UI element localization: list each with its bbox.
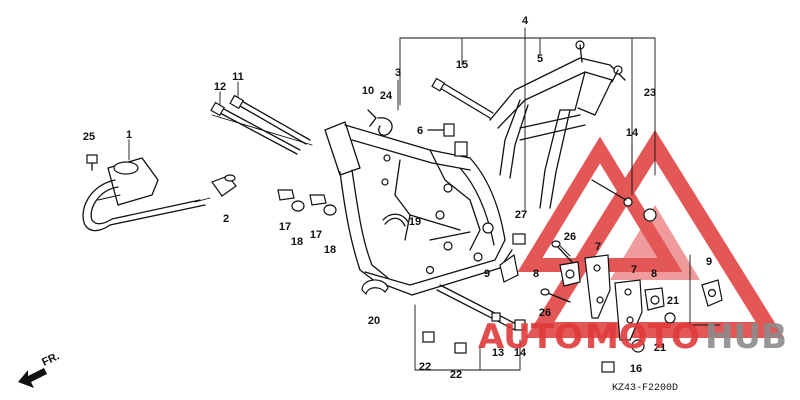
ignition-coil <box>82 157 211 232</box>
bracket-9-right <box>701 279 723 307</box>
bolt-15 <box>431 77 494 119</box>
rear-subframe <box>489 40 626 209</box>
label-21b: 21 <box>654 342 666 354</box>
label-13-text: 13 <box>492 347 504 359</box>
label-27: 27 <box>515 209 527 221</box>
watermark-auto: AUTO <box>478 317 583 357</box>
front-arrow-icon <box>18 368 47 388</box>
plate-7-left <box>584 254 611 319</box>
nut-21 <box>631 312 676 353</box>
label-22a-text: 22 <box>419 361 431 373</box>
label-26b: 26 <box>539 307 551 319</box>
label-6: 6 <box>417 125 423 137</box>
label-23: 23 <box>644 87 656 99</box>
label-15: 15 <box>456 59 468 71</box>
nuts-22 <box>422 331 467 354</box>
bolt-13 <box>436 284 526 331</box>
main-frame <box>324 121 513 296</box>
diagram-code: KZ43-F2200D <box>612 383 678 394</box>
washers-17-18 <box>277 189 337 216</box>
label-12: 12 <box>214 81 226 93</box>
label-25: 25 <box>83 131 95 143</box>
label-4: 4 <box>522 15 529 27</box>
label-14a: 14 <box>626 127 639 139</box>
label-17b: 17 <box>310 229 322 241</box>
label-20: 20 <box>368 315 380 327</box>
part-number-labels: 25 1 2 12 11 17 18 17 18 10 24 3 6 19 20… <box>83 15 712 381</box>
collar-8-right <box>644 287 665 311</box>
long-bolts-11-12 <box>210 94 311 155</box>
label-14b-text: 14 <box>514 347 527 359</box>
label-7b: 7 <box>631 264 637 276</box>
label-17a: 17 <box>279 221 291 233</box>
label-21a: 21 <box>667 295 679 307</box>
label-16: 16 <box>630 363 642 375</box>
clip-10-24 <box>367 109 393 136</box>
label-9b: 9 <box>706 256 712 268</box>
label-8a: 8 <box>533 268 539 280</box>
label-22b-text: 22 <box>450 369 462 381</box>
watermark-moto: MOTO <box>585 317 700 357</box>
label-26a: 26 <box>564 231 576 243</box>
bolt-16 <box>601 361 615 373</box>
label-2: 2 <box>223 213 229 225</box>
label-10: 10 <box>362 85 374 97</box>
springs-26 <box>540 240 573 303</box>
label-8b: 8 <box>651 268 657 280</box>
nut-23 <box>591 179 657 222</box>
watermark-hub: HUB <box>705 317 787 357</box>
bolt-6 <box>427 123 455 137</box>
bolt-25 <box>86 154 98 171</box>
collar-8-left <box>559 261 581 287</box>
label-18b: 18 <box>324 244 336 256</box>
plug-cap-2 <box>211 174 237 197</box>
label-5: 5 <box>537 53 543 65</box>
rubber-20 <box>361 279 389 296</box>
label-18a: 18 <box>291 236 303 248</box>
label-7a: 7 <box>595 241 601 253</box>
label-11: 11 <box>232 71 244 83</box>
front-marker-label: FR. <box>40 350 61 368</box>
bracket-9-left <box>499 253 519 283</box>
bolt-27 <box>512 233 526 245</box>
label-19: 19 <box>409 216 421 228</box>
label-1: 1 <box>126 129 132 141</box>
watermark-text: AUTO MOTO HUB <box>478 317 787 357</box>
label-3: 3 <box>395 67 401 79</box>
clamp-19 <box>382 213 409 227</box>
label-24: 24 <box>380 90 393 102</box>
label-9a: 9 <box>484 268 490 280</box>
plate-7-right <box>614 279 643 341</box>
